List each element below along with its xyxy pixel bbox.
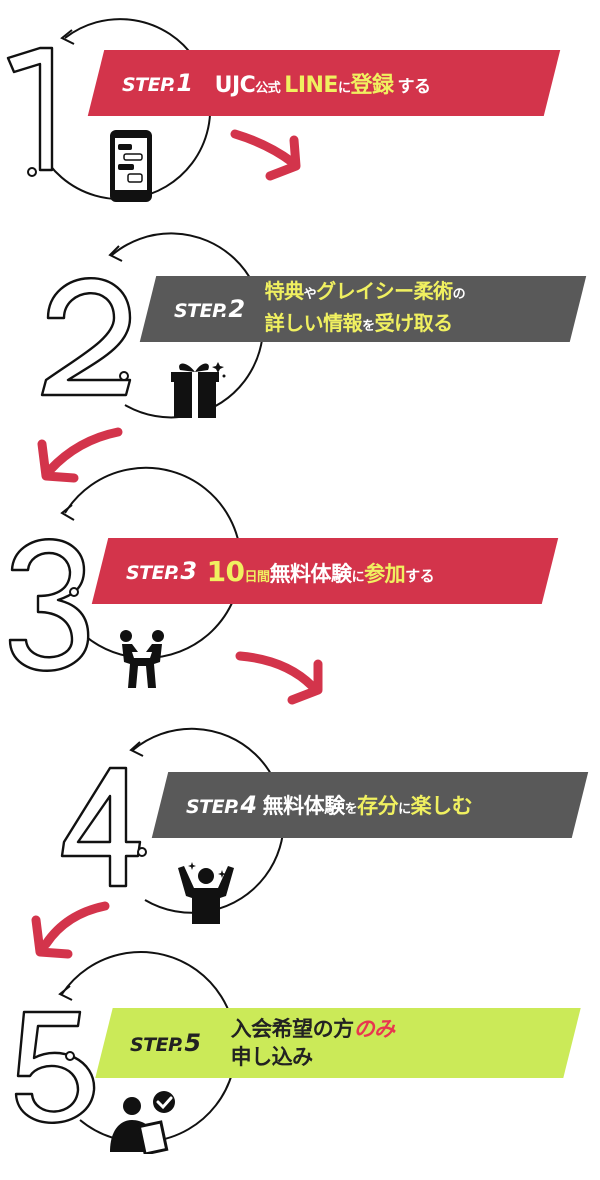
- step-5-banner: STEP.5 入会希望の方のみ 申し込み: [95, 1008, 581, 1078]
- step-3-banner: STEP.3 10日間無料体験に参加する: [91, 538, 559, 604]
- step-1-text-ni: に: [337, 81, 351, 96]
- step-4-text-free-trial: 無料体験: [262, 794, 346, 818]
- step-2-number: 2: [228, 295, 245, 323]
- step-3-text-ten: 10: [206, 554, 245, 588]
- step-4-text-enjoy: 楽しむ: [410, 794, 473, 818]
- step-3-number: 3: [180, 557, 197, 585]
- step-5-text-apply: 申し込み: [230, 1045, 314, 1069]
- node-dots: [27, 167, 147, 1061]
- smartphone-chat-icon: [110, 130, 152, 202]
- step-2-text-wo: を: [362, 319, 375, 334]
- step-3-text-free-trial: 無料体験: [269, 561, 353, 586]
- step-4-text-ni: に: [398, 802, 411, 817]
- step-3-text-suru: する: [405, 566, 435, 585]
- step-4-banner: STEP.4 無料体験を存分に楽しむ: [151, 772, 589, 838]
- step-4-number: 4: [240, 791, 257, 819]
- step-4-text-fully: 存分: [357, 794, 399, 818]
- celebrating-person-icon: [178, 862, 234, 924]
- step-5-number: 5: [184, 1029, 201, 1057]
- step-3-label: STEP.: [126, 562, 180, 584]
- step-5-text-applicants: 入会希望の方: [230, 1017, 355, 1041]
- step-4-label: STEP.: [186, 796, 240, 818]
- numeral-1: [6, 46, 54, 172]
- numeral-5: [14, 1010, 96, 1124]
- step-2-text-gracie: グレイシー柔術: [316, 279, 453, 303]
- gift-box-icon: [171, 362, 226, 418]
- step-1-text-official: 公式: [255, 81, 281, 96]
- circle-arrowhead-icon: [58, 29, 144, 1001]
- step-1-text-line: LINE: [284, 73, 338, 98]
- step-2-text-joho: 情報: [323, 311, 363, 335]
- step-1-circle: [39, 18, 212, 201]
- step-5-label: STEP.: [130, 1034, 184, 1056]
- step-3-text-join: 参加: [364, 561, 406, 586]
- step-2-label: STEP.: [174, 300, 228, 322]
- numeral-4: [60, 766, 142, 888]
- step-2-text-no: の: [452, 287, 466, 302]
- step-2-text-ya: や: [303, 287, 317, 302]
- step-1-text-register: 登録: [350, 73, 394, 98]
- step-2-text-uketoru: 受け取る: [374, 311, 454, 335]
- step-3-text-days: 日間: [244, 569, 271, 585]
- step-2-text-kuwashii: 詳しい: [264, 311, 324, 335]
- step-4-text-wo: を: [344, 802, 358, 817]
- step-3-text-ni: に: [351, 569, 365, 585]
- numeral-3: [8, 538, 90, 672]
- step-1-text-suru: する: [397, 77, 431, 97]
- step-1-label: STEP.: [122, 74, 176, 96]
- person-clipboard-check-icon: [110, 1091, 175, 1154]
- step-2-banner: STEP.2 特典やグレイシー柔術の 詳しい情報を受け取る: [139, 276, 587, 342]
- step-5-text-only: のみ: [353, 1017, 396, 1041]
- numeral-2: [40, 277, 132, 397]
- grappling-people-icon: [120, 630, 164, 688]
- step-1-text-ujc: UJC: [214, 73, 256, 98]
- step-2-text-tokuten: 特典: [264, 279, 305, 303]
- step-1-number: 1: [176, 69, 193, 97]
- step-arrow-icon: [31, 129, 323, 959]
